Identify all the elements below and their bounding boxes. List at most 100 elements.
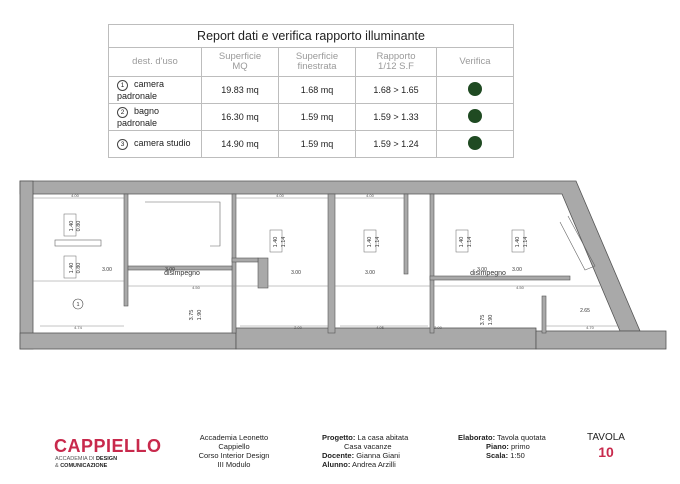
room-name: camera studio [134,138,191,149]
window-marker-6 [511,229,525,253]
scale-value: 1:50 [510,451,525,460]
bottom-wall-1 [19,332,237,350]
angled-counter [559,215,596,271]
dim-label: 4.70 [586,325,595,330]
window-cell: 1.59 mq [278,130,356,158]
title-block: CAPPIELLO ACCADEMIA DI DESIGN & COMUNICA… [0,428,680,484]
win-label: 1.14 [523,237,529,248]
header-verifica: Verifica [436,47,514,77]
report-title: Report dati e verifica rapporto illumina… [108,24,514,48]
win-label: 1.40 [515,237,521,248]
header-finestrata-l2: finestrata [297,61,337,72]
room-number: 3 [117,138,128,150]
logo-text: A [67,436,81,456]
area-cell: 19.83 mq [201,76,279,104]
header-rapporto-l1: Rapporto [376,51,416,62]
height-label: 3.00 [477,267,487,273]
room-markers: 1 [72,298,84,310]
win-label: 1.40 [69,263,75,274]
window-cell: 1.59 mq [278,103,356,131]
dim-label: 4.50 [516,285,525,290]
stair-outline [145,201,221,247]
logo-sub-text: & [55,463,61,469]
dim-label: 4.50 [192,285,201,290]
exterior-walls [19,180,667,350]
window-marker-5 [455,229,469,253]
floor-label: Piano: [486,442,509,451]
header-dest: dest. d'uso [108,47,202,77]
project-sub: Casa vacanze [344,442,392,451]
logo-text: C [54,436,68,456]
academy-info: Accademia Leonetto Cappiello Corso Inter… [196,433,272,469]
height-label: 3.00 [165,267,175,273]
logo-sub-text: ACCADEMIA DI [55,456,96,462]
guide-lines [33,197,620,327]
academy-line: Cappiello [218,442,250,451]
corridor-label: disimpegno [164,270,200,277]
dim-label: 4.00 [71,193,80,198]
counter [54,239,102,247]
window-marker-3 [269,229,283,253]
wall-b [231,193,237,334]
dim-label: 1.90 [488,315,494,326]
win-label: 1.14 [467,237,473,248]
room-marker-1 [72,298,84,310]
room-number: 1 [117,79,128,91]
wall-c [327,193,336,334]
verify-ok-icon [468,109,482,123]
logo: CAPPIELLO [54,436,162,457]
sheet-label: TAVOLA [587,432,625,443]
verify-ok-icon [468,82,482,96]
verify-cell [436,130,514,158]
academy-line: Accademia Leonetto [199,433,269,442]
wall-d [403,193,409,275]
win-label: 0.80 [76,263,82,274]
room-cell: 3 camera studio [108,130,202,158]
project-value: La casa abitata [357,433,409,442]
win-label: 1.40 [367,237,373,248]
ratio-cell: 1.59 > 1.33 [355,103,437,131]
interior-walls [123,193,571,334]
dim-label: 2.00 [294,325,303,330]
dim-label: 3.75 [189,310,195,321]
window-marker-4 [363,229,377,253]
bottom-wall-2 [235,327,537,350]
dim-label: 2.00 [434,325,443,330]
floor-value: primo [511,442,530,451]
dim-label: 4.74 [74,325,83,330]
logo-subtitle: ACCADEMIA DI DESIGN & COMUNICAZIONE [55,456,117,470]
wall-f [257,257,269,289]
project-label: Progetto: [322,433,356,442]
room-number: 2 [117,106,128,118]
project-info: Progetto: La casa abitata Casa vacanze D… [322,433,432,469]
header-rapporto-l2: 1/12 S.F [378,61,414,72]
ratio-cell: 1.59 > 1.24 [355,130,437,158]
win-label: 1.40 [459,237,465,248]
header-superficie-l2: MQ [232,61,248,72]
teacher-value: Gianna Giani [356,451,400,460]
verify-ok-icon [468,136,482,150]
ratio-cell: 1.68 > 1.65 [355,76,437,104]
win-label: 1.14 [375,237,381,248]
room-marker-text: 1 [76,302,79,308]
verify-cell [436,103,514,131]
wall-e [429,193,435,334]
height-label: 3.00 [365,270,375,276]
dim-label: 4.00 [366,193,375,198]
logo-text: PPIELLO [81,436,162,456]
height-label: 3.00 [291,270,301,276]
wall-a [123,193,129,307]
wall-j [541,295,547,334]
student-label: Alunno: [322,460,351,469]
wall-h [429,275,571,281]
win-label: 1.40 [69,221,75,232]
furniture [54,201,596,271]
win-label: 1.40 [273,237,279,248]
window-cell: 1.68 mq [278,76,356,104]
